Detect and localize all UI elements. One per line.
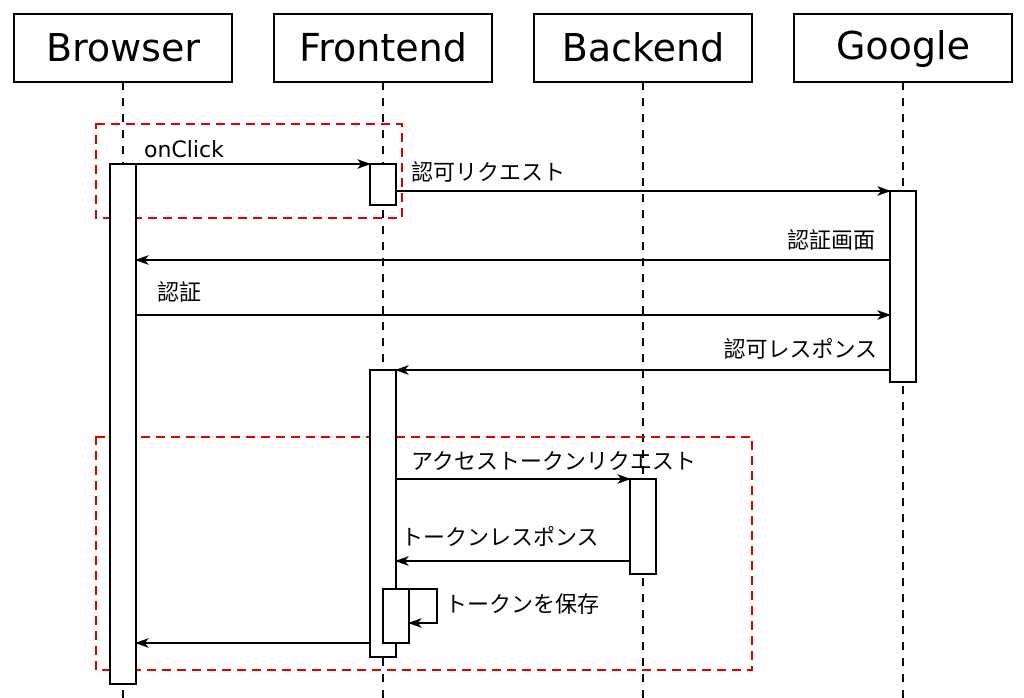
- message-label-token-request: アクセストークンリクエスト: [411, 450, 696, 475]
- participant-label: Browser: [46, 26, 200, 70]
- activation-browser: [109, 163, 137, 685]
- message-label-save-token: トークンを保存: [445, 593, 599, 618]
- activation-backend: [629, 478, 657, 575]
- activation-frontend-nested: [382, 588, 410, 644]
- activation-frontend-short: [369, 163, 397, 206]
- participant-frontend: Frontend: [273, 13, 493, 83]
- participant-google: Google: [793, 13, 1013, 83]
- message-label-token-response: トークンレスポンス: [401, 526, 599, 551]
- message-label-auth-response: 認可レスポンス: [723, 338, 877, 363]
- participant-backend: Backend: [533, 13, 753, 83]
- participant-browser: Browser: [13, 13, 233, 83]
- highlight-frame-token-exchange: [95, 436, 753, 671]
- message-label-auth-request: 認可リクエスト: [411, 161, 565, 186]
- participant-label: Backend: [562, 26, 724, 70]
- message-label-auth-screen: 認証画面: [787, 229, 875, 254]
- participant-label: Google: [836, 24, 970, 68]
- message-label-onclick: onClick: [144, 138, 224, 163]
- activation-google: [889, 190, 917, 383]
- highlight-frame-auth-request: [95, 123, 403, 219]
- participant-label: Frontend: [299, 26, 467, 70]
- message-label-authenticate: 認証: [157, 281, 201, 306]
- message-arrow-save-token: [408, 588, 438, 628]
